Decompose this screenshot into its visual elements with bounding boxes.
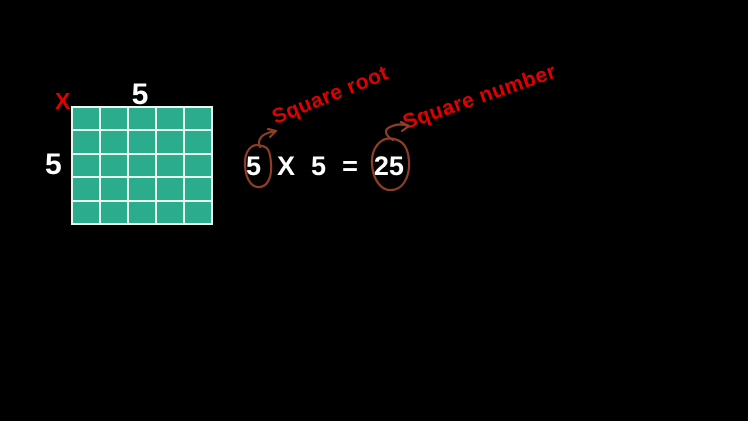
grid-cell: [185, 154, 211, 177]
grid-cell: [73, 154, 99, 177]
grid-cell: [129, 131, 155, 153]
grid-cell: [157, 131, 183, 153]
grid-cell: [157, 178, 183, 200]
grid-cell: [129, 154, 155, 177]
grid-cell: [73, 178, 99, 200]
equation-term-equals: =: [342, 151, 358, 181]
grid-cell: [73, 201, 99, 223]
equation-term-result: 25: [373, 151, 404, 181]
grid-cell: [157, 154, 183, 177]
square-root-label: Square root: [268, 61, 392, 129]
grid-multiply-label: X: [55, 88, 71, 114]
equation-term-factor2: 5: [311, 151, 327, 181]
equation-term-factor1: 5: [246, 151, 262, 181]
grid-cell: [185, 178, 211, 200]
grid-side-label: 5: [45, 148, 62, 181]
equation: 5 X 5 = 25: [246, 153, 404, 180]
square-root-arrow: [257, 127, 278, 149]
grid-cell: [101, 178, 127, 200]
grid-cell: [101, 154, 127, 177]
grid-cell: [101, 131, 127, 153]
square-grid: [71, 106, 213, 225]
grid-cell: [185, 108, 211, 130]
grid-cell: [129, 201, 155, 223]
grid-cell: [101, 201, 127, 223]
grid-cell: [101, 108, 127, 130]
grid-cell: [157, 108, 183, 130]
grid-cell: [157, 201, 183, 223]
grid-cell: [185, 131, 211, 153]
grid-cell: [129, 178, 155, 200]
equation-term-multiply: X: [277, 151, 296, 181]
square-number-label: Square number: [399, 59, 560, 134]
grid-cell: [185, 201, 211, 223]
grid-top-label: 5: [131, 78, 149, 111]
grid-cell: [73, 131, 99, 153]
grid-cell: [129, 108, 155, 130]
grid-cell: [73, 108, 99, 130]
